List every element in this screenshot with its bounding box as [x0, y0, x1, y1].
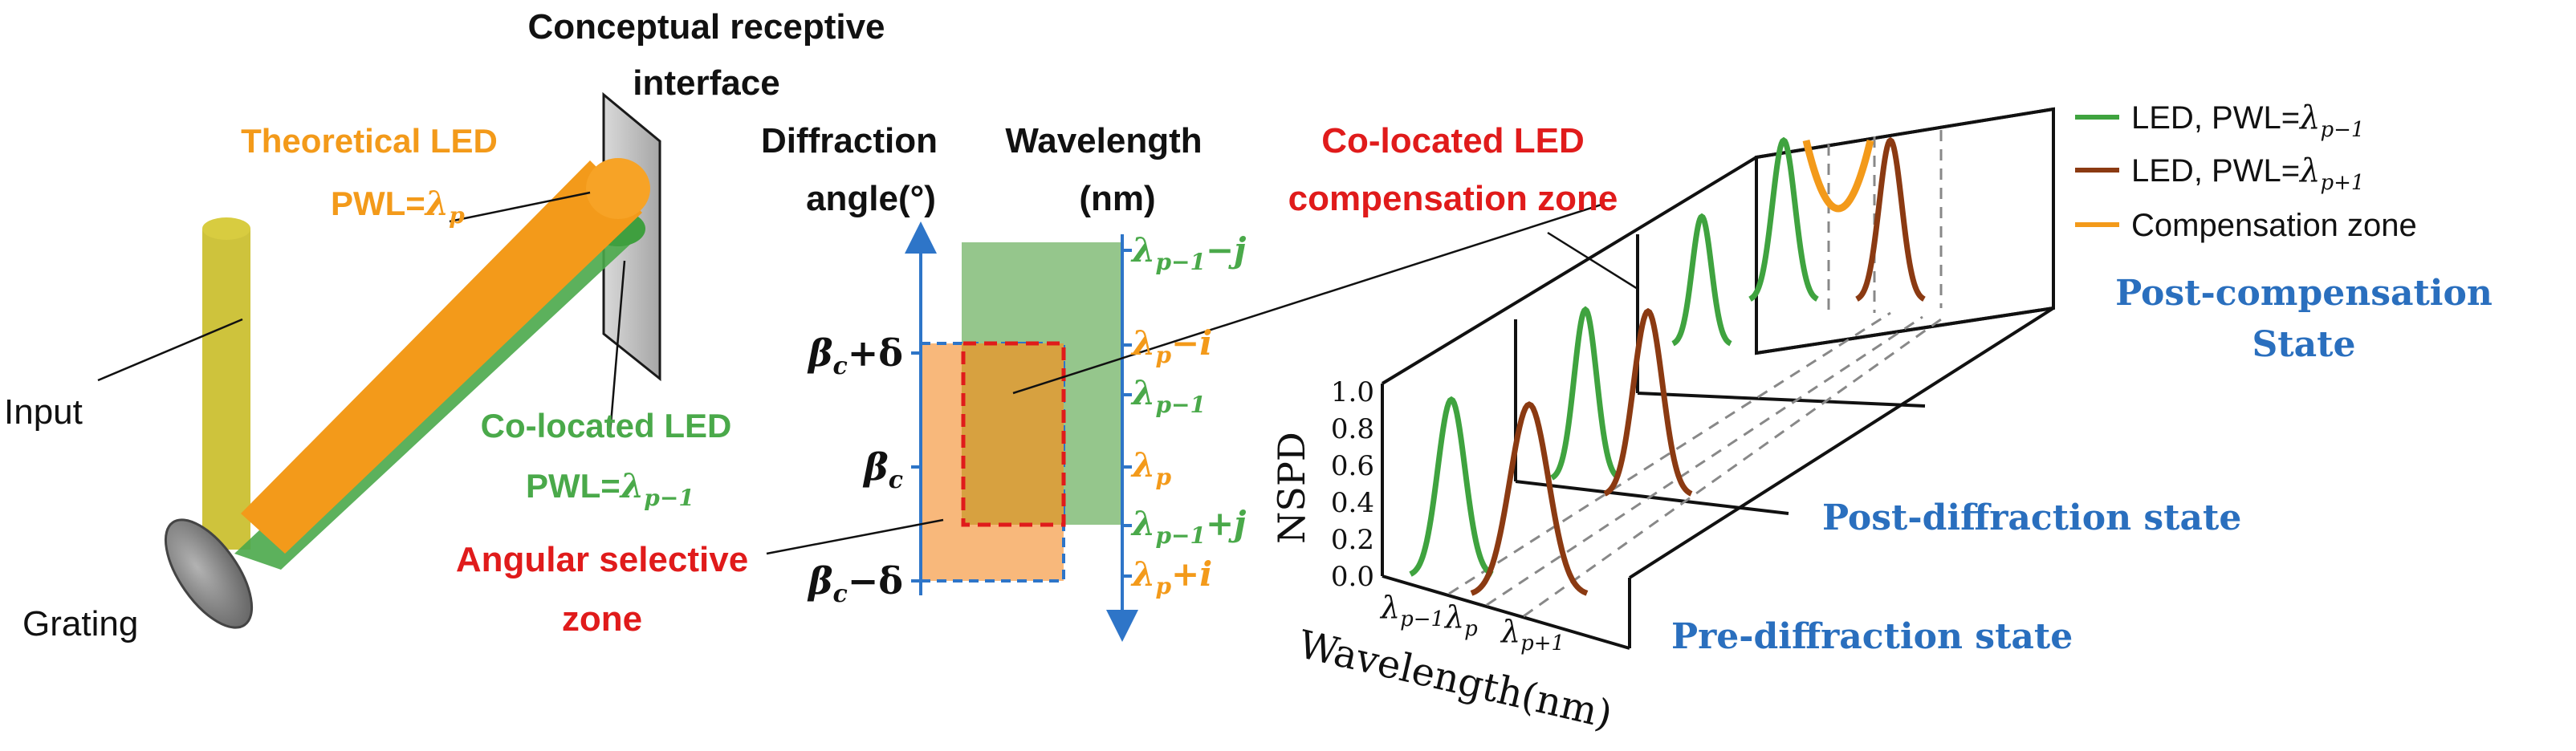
- legend: LED, PWL=λp−1 LED, PWL=λp+1 Compensation…: [2075, 99, 2417, 243]
- pre-diffraction-label: Pre-diffraction state: [1671, 616, 2073, 657]
- post-compensation-label-line1: Post-compensation: [2115, 273, 2493, 314]
- compensation-zone-overlap: [962, 343, 1064, 525]
- post-diffraction-label: Post-diffraction state: [1822, 497, 2241, 538]
- theoretical-beam: [241, 158, 650, 554]
- post-diffraction-green-curve: [1550, 306, 1621, 481]
- grating-label: Grating: [22, 604, 138, 643]
- post-compensation-green-curve: [1748, 136, 1819, 302]
- y-tick-0.0: 0.0: [1331, 561, 1374, 593]
- y-axis-title: NSPD: [1270, 432, 1313, 544]
- pre-diffraction-brown-curve: [1470, 401, 1589, 596]
- right-panel: 1.0 0.8 0.6 0.4 0.2 0.0 NSPD λp−1 λp λp+…: [1270, 99, 2493, 737]
- legend-item-led-p-plus-1: LED, PWL=λp+1: [2131, 152, 2364, 195]
- angular-zone-line1: Angular selective: [456, 540, 748, 579]
- spectral-curves: [1409, 136, 1926, 596]
- post-diffraction-brown-curve: [1603, 307, 1693, 497]
- post-compensation-green-back-curve: [1671, 213, 1732, 347]
- wl-tick-3: λp: [1130, 445, 1171, 490]
- pre-diffraction-green-curve: [1409, 396, 1494, 577]
- angle-tick-lower: βc−δ: [807, 559, 903, 608]
- legend-item-led-p-minus-1: LED, PWL=λp−1: [2131, 99, 2364, 142]
- interface-label-line1: Conceptual receptive: [527, 7, 885, 47]
- post-compensation-label-line2: State: [2252, 324, 2356, 365]
- post-compensation-brown-curve: [1855, 136, 1926, 302]
- input-beam: [202, 217, 250, 550]
- wl-tick-2: λp−1: [1130, 373, 1206, 418]
- compensation-title-line2: compensation zone: [1288, 179, 1618, 218]
- angle-tick-upper: βc+δ: [807, 331, 903, 380]
- input-label: Input: [4, 392, 83, 432]
- compensation-zone-curve: [1802, 139, 1874, 213]
- y-tick-0.6: 0.6: [1331, 450, 1374, 482]
- compensation-zone-outline: [961, 341, 1066, 527]
- wavelength-title-line2: (nm): [1079, 179, 1155, 218]
- x-axis-title: Wavelength(nm): [1294, 622, 1616, 737]
- colocated-label-line1: Co-located LED: [481, 407, 732, 445]
- legend-item-compensation-zone: Compensation zone: [2131, 208, 2417, 243]
- y-tick-0.2: 0.2: [1331, 524, 1374, 556]
- angular-zone-line2: zone: [562, 599, 642, 639]
- y-tick-1.0: 1.0: [1331, 376, 1374, 408]
- y-tick-0.8: 0.8: [1331, 413, 1374, 445]
- x-tick-p-minus-1: λp−1: [1379, 590, 1444, 631]
- angle-tick-center: βc: [862, 445, 903, 494]
- compensation-title-line1: Co-located LED: [1321, 121, 1585, 160]
- angle-title-line1: Diffraction: [761, 121, 938, 160]
- y-tick-0.4: 0.4: [1331, 487, 1374, 519]
- theoretical-label-line2: PWL=λp: [331, 184, 465, 229]
- theoretical-label-line1: Theoretical LED: [241, 122, 498, 160]
- wl-tick-4: λp−1+j: [1130, 504, 1246, 549]
- wl-tick-0: λp−1−j: [1130, 230, 1246, 275]
- wavelength-title-line1: Wavelength: [1005, 121, 1202, 160]
- grating: [164, 518, 254, 629]
- interface-label-line2: interface: [633, 63, 779, 103]
- wl-tick-5: λp+i: [1130, 554, 1212, 599]
- left-panel: Conceptual receptive interface Theoretic…: [4, 7, 885, 643]
- x-tick-p-plus-1: λp+1: [1500, 614, 1565, 656]
- colocated-label-line2: PWL=λp−1: [526, 466, 694, 511]
- middle-panel: Diffraction angle(°) Wavelength (nm) Co-…: [456, 121, 1618, 642]
- x-tick-p: λp: [1443, 599, 1478, 641]
- angle-title-line2: angle(°): [806, 179, 936, 218]
- wl-tick-1: λp−i: [1130, 323, 1212, 368]
